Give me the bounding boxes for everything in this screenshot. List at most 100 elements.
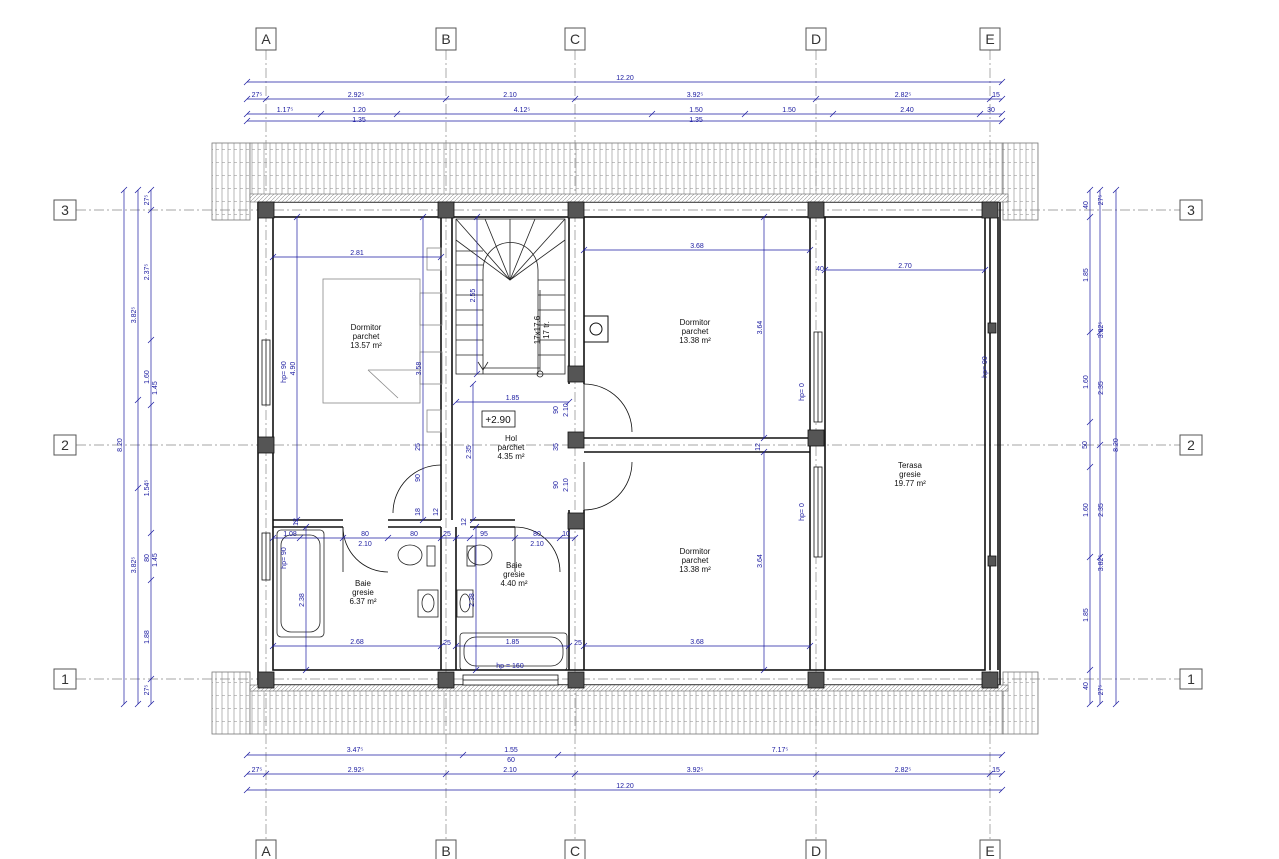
room-area: 19.77 m² (894, 479, 926, 488)
roof-eave-top (211, 142, 1039, 221)
dimension-text: 3.68 (690, 243, 704, 250)
room-finish: parchet (353, 332, 380, 341)
dimension-text: 1.54⁵ (144, 480, 151, 497)
column (981, 671, 999, 689)
dimension-text: 27⁵ (1098, 195, 1105, 206)
dimension-text: 2.10 (358, 541, 372, 548)
axis-label: 2 (61, 437, 69, 453)
dimension-text: 1.60 (1083, 503, 1090, 517)
room-finish: gresie (503, 570, 525, 579)
axis-label: E (985, 31, 994, 47)
structural-columns (257, 201, 999, 689)
dimension-text: 27⁵ (144, 685, 151, 696)
dimension-text: 3.92⁵ (687, 92, 704, 99)
axis-label: D (811, 843, 821, 859)
dimension-text: 1.08 (283, 531, 297, 538)
dimension-text: 90 (553, 481, 560, 489)
dimension-text: 12 (293, 518, 300, 526)
axis-label: 2 (1187, 437, 1195, 453)
dimension-text: 2.82⁵ (895, 92, 912, 99)
dimension-text: 1.45 (152, 381, 159, 395)
axis-bubble-3-right: 3 (1179, 199, 1203, 221)
dimension-text: 2.81 (350, 250, 364, 257)
axis-label: A (261, 843, 271, 859)
dimension-text: hp= 90 (281, 547, 288, 569)
axis-bubble-1-right: 1 (1179, 668, 1203, 690)
room-area: 13.57 m² (350, 341, 382, 350)
room-finish: gresie (899, 470, 921, 479)
level-marker: +2.90 (481, 410, 516, 428)
dimension-text: 80 (533, 531, 541, 538)
staircase (455, 218, 566, 378)
room-name: Dormitor (680, 318, 711, 327)
dimension-text: 3.82⁵ (1098, 555, 1105, 572)
dimension-text: 2.38 (469, 593, 476, 607)
roof-eave-bottom (211, 671, 1039, 735)
dimension-text: 3.92⁵ (687, 767, 704, 774)
stair-riser-text: 17x17.6 (533, 315, 542, 344)
dimension-text: 7.17⁵ (772, 747, 789, 754)
column (567, 201, 585, 219)
room-name: Hol (505, 434, 517, 443)
dimension-text: 80 (361, 531, 369, 538)
dimension-text: 2.38 (299, 593, 306, 607)
dimension-text: 27⁵ (144, 195, 151, 206)
dimension-text: 1.35 (689, 117, 703, 124)
dimension-text: 2.68 (350, 639, 364, 646)
dimension-text: 3.82⁵ (131, 307, 138, 324)
dimension-text: 3.47⁵ (347, 747, 364, 754)
axis-label: D (811, 31, 821, 47)
column (807, 671, 825, 689)
dimension-text: 1.35 (352, 117, 366, 124)
dimension-text: 12 (461, 518, 468, 526)
dimension-text: 1.85 (1083, 608, 1090, 622)
exterior-walls (257, 201, 1001, 686)
dimension-text: 4.90 (290, 362, 297, 376)
dimension-text: 2.35 (466, 445, 473, 459)
column (807, 201, 825, 219)
dimension-text: 60 (507, 757, 515, 764)
dimension-text: hp= 0 (799, 383, 806, 401)
dimension-text: 90 (415, 474, 422, 482)
bathroom-fixtures (276, 529, 568, 671)
room-name: Dormitor (351, 323, 382, 332)
column (807, 429, 825, 447)
axis-label: C (570, 843, 580, 859)
dimension-text: 40 (1083, 682, 1090, 690)
axis-bubble-a-top: A (255, 27, 277, 51)
dimension-text: 2.92⁵ (348, 92, 365, 99)
axis-bubble-2-left: 2 (53, 434, 77, 456)
chimney (583, 315, 609, 343)
axis-label: E (985, 843, 994, 859)
interior-walls (273, 217, 999, 670)
dimension-text: 2.10 (563, 478, 570, 492)
dimension-text: hp= 0 (799, 503, 806, 521)
column (257, 201, 275, 219)
wall-fill (249, 193, 1009, 692)
dimension-text: 2.35 (1098, 381, 1105, 395)
column (567, 431, 585, 449)
dimension-text: 80 (144, 554, 151, 562)
dimension-text: 8.20 (1113, 438, 1120, 452)
dimension-text: 2.70 (898, 263, 912, 270)
dimension-text: 2.82⁵ (895, 767, 912, 774)
level-marker-text: +2.90 (485, 415, 511, 426)
axis-label: B (441, 843, 450, 859)
axis-bubble-a-bottom: A (255, 839, 277, 859)
furniture (322, 247, 443, 433)
dimension-text: 12.20 (616, 783, 634, 790)
axis-bubble-c-top: C (564, 27, 586, 51)
dimension-text: 3.68 (690, 639, 704, 646)
dimension-text: 27⁵ (1098, 685, 1105, 696)
dimension-text: 15 (992, 767, 1000, 774)
dimension-text: 2.10 (503, 92, 517, 99)
stair-count-text: 17 tr. (542, 321, 551, 339)
axis-label: 3 (61, 202, 69, 218)
axis-label: 1 (1187, 671, 1195, 687)
axis-bubble-b-bottom: B (435, 839, 457, 859)
